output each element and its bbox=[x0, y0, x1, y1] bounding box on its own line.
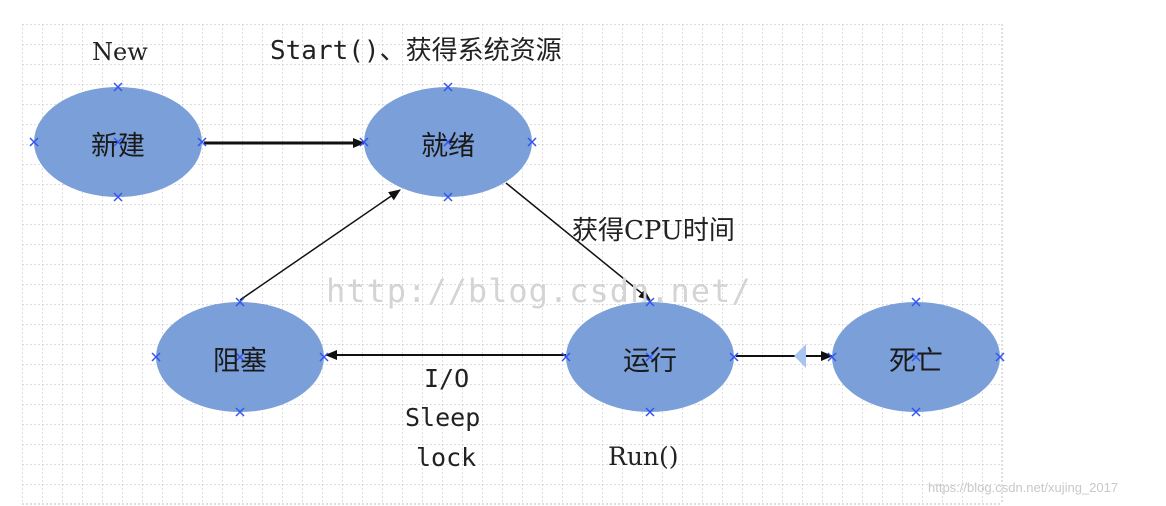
state-label-ready: 就绪 bbox=[421, 131, 475, 162]
source-credit: https://blog.csdn.net/xujing_2017 bbox=[928, 480, 1119, 495]
handle-x-icon[interactable] bbox=[443, 192, 453, 202]
watermark: http://blog.csdn.net/ bbox=[326, 272, 752, 310]
connection-handles[interactable] bbox=[29, 82, 1005, 417]
edge-blocked-to-ready bbox=[239, 189, 401, 301]
handle-x-icon[interactable] bbox=[527, 137, 537, 147]
label-start: Start()、获得系统资源 bbox=[270, 36, 562, 66]
label-io: I/O bbox=[424, 364, 470, 393]
handle-x-icon[interactable] bbox=[151, 352, 161, 362]
state-label-dead: 死亡 bbox=[889, 346, 943, 377]
grid-background bbox=[22, 24, 1002, 504]
handle-x-icon[interactable] bbox=[645, 407, 655, 417]
handle-x-icon[interactable] bbox=[113, 137, 123, 147]
edge-ready-to-running bbox=[505, 182, 651, 301]
state-label-blocked: 阻塞 bbox=[213, 346, 267, 377]
handle-x-icon[interactable] bbox=[113, 192, 123, 202]
handle-x-icon[interactable] bbox=[443, 137, 453, 147]
handle-x-icon[interactable] bbox=[827, 352, 837, 362]
handle-x-icon[interactable] bbox=[645, 297, 655, 307]
handle-triangle-icon bbox=[794, 344, 806, 368]
label-lock: lock bbox=[416, 443, 477, 472]
label-sleep: Sleep bbox=[405, 403, 481, 432]
handle-x-icon[interactable] bbox=[235, 407, 245, 417]
handle-x-icon[interactable] bbox=[235, 352, 245, 362]
label-new-tag: New bbox=[92, 38, 148, 66]
handle-x-icon[interactable] bbox=[911, 352, 921, 362]
handle-x-icon[interactable] bbox=[645, 352, 655, 362]
handle-x-icon[interactable] bbox=[235, 297, 245, 307]
handle-x-icon[interactable] bbox=[29, 137, 39, 147]
handle-x-icon[interactable] bbox=[911, 297, 921, 307]
state-label-running: 运行 bbox=[623, 346, 677, 377]
handle-x-icon[interactable] bbox=[319, 352, 329, 362]
handle-x-icon[interactable] bbox=[995, 352, 1005, 362]
label-run: Run() bbox=[608, 442, 679, 471]
handle-x-icon[interactable] bbox=[561, 352, 571, 362]
label-cpu-time: 获得CPU时间 bbox=[572, 216, 735, 246]
state-label-new: 新建 bbox=[91, 131, 145, 162]
handle-x-icon[interactable] bbox=[359, 137, 369, 147]
handle-x-icon[interactable] bbox=[911, 407, 921, 417]
handle-x-icon[interactable] bbox=[729, 352, 739, 362]
handle-x-icon[interactable] bbox=[113, 82, 123, 92]
handle-x-icon[interactable] bbox=[443, 82, 453, 92]
handle-x-icon[interactable] bbox=[197, 137, 207, 147]
